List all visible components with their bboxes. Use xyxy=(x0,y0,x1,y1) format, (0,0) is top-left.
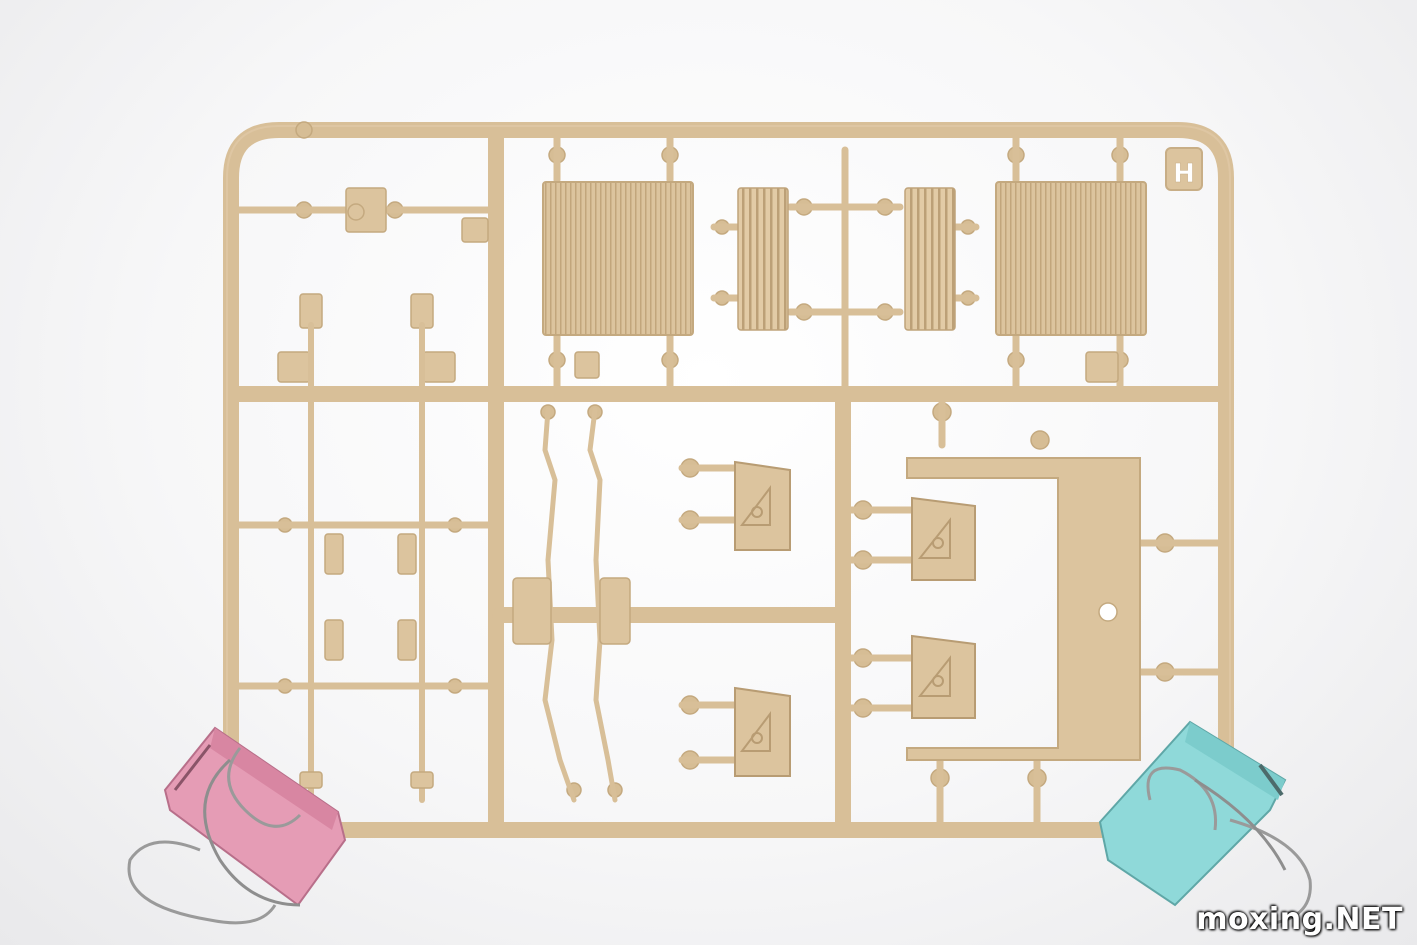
sprue-frame xyxy=(219,122,1238,838)
part-flat-panel xyxy=(906,457,1141,761)
binder-clip-left xyxy=(127,726,347,925)
binder-clip-right xyxy=(1098,720,1312,927)
svg-text:H: H xyxy=(1173,159,1195,189)
part-fins-right xyxy=(904,187,956,331)
sprue-frame-inner xyxy=(226,125,1231,830)
part-mount-tabs xyxy=(277,293,1119,383)
watermark: moxing.NET xyxy=(1196,902,1403,937)
part-fins-left xyxy=(737,187,789,331)
part-linkage-blocks xyxy=(512,577,631,645)
part-triangle-brackets xyxy=(734,460,976,777)
part-rods-left xyxy=(308,322,425,803)
triangle-bracket-insets xyxy=(739,485,951,752)
part-rod-links xyxy=(299,533,434,789)
part-grille-large-right xyxy=(995,181,1147,336)
part-bracket-small xyxy=(345,187,489,243)
sprue-letter-tab: H xyxy=(1165,147,1203,191)
part-grille-large-left xyxy=(542,181,694,336)
